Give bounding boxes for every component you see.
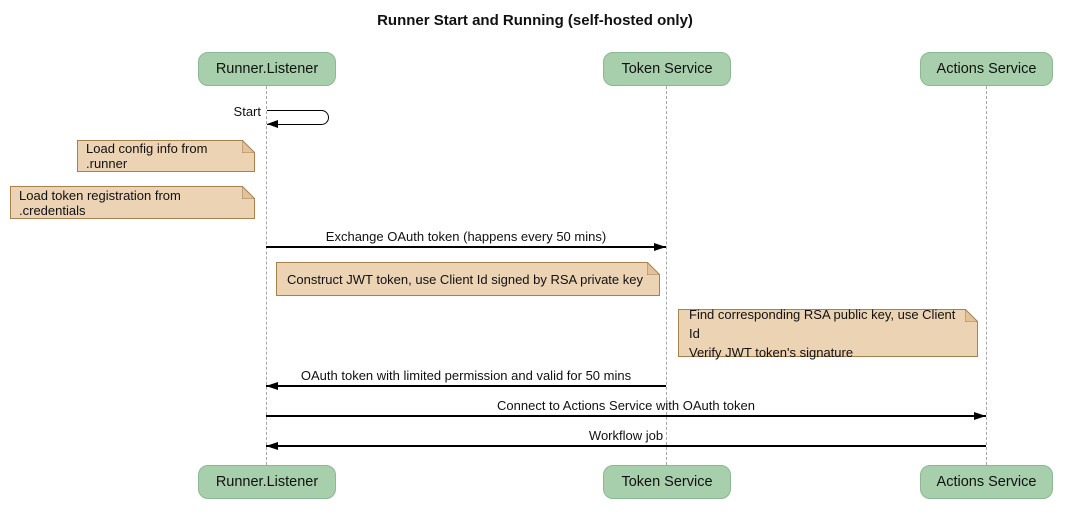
message-label: Connect to Actions Service with OAuth to…: [497, 398, 755, 413]
note-text: Load config info from .runner: [86, 141, 208, 171]
message-line: [266, 415, 986, 417]
message-workflow-job: Workflow job: [266, 428, 986, 451]
note-fold-icon: [242, 186, 255, 199]
message-exchange-oauth-token: Exchange OAuth token (happens every 50 m…: [266, 229, 666, 252]
participant-label: Actions Service: [936, 474, 1037, 490]
participant-label: Actions Service: [936, 61, 1037, 77]
participant-runner-listener-bottom: Runner.Listener: [198, 465, 336, 499]
note-text: Load token registration from .credential…: [19, 187, 181, 218]
message-start-self-loop-line: [267, 110, 329, 125]
note-fold-icon: [965, 309, 978, 322]
note-load-token-registration: Load token registration from .credential…: [10, 186, 255, 219]
diagram-title: Runner Start and Running (self-hosted on…: [377, 12, 693, 29]
note-load-config: Load config info from .runner: [77, 140, 255, 172]
lifeline-runner-listener: [266, 86, 267, 465]
note-text: Construct JWT token, use Client Id signe…: [287, 271, 643, 287]
participant-label: Token Service: [621, 61, 713, 77]
lifeline-token-service: [666, 86, 667, 465]
arrowhead-left-icon: [266, 382, 278, 391]
message-start-label: Start: [233, 104, 261, 119]
message-label: Exchange OAuth token (happens every 50 m…: [325, 229, 607, 244]
participant-token-service-top: Token Service: [603, 52, 731, 86]
message-label: Workflow job: [588, 428, 664, 443]
message-label: OAuth token with limited permission and …: [300, 368, 632, 383]
message-oauth-token-return: OAuth token with limited permission and …: [266, 368, 666, 391]
message-line: [266, 445, 986, 447]
participant-runner-listener-top: Runner.Listener: [198, 52, 336, 86]
note-fold-icon: [647, 262, 660, 275]
arrowhead-right-icon: [654, 243, 666, 252]
arrowhead-left-icon: [267, 120, 278, 128]
note-fold-icon: [242, 140, 255, 153]
participant-actions-service-bottom: Actions Service: [920, 465, 1053, 499]
arrowhead-left-icon: [266, 442, 278, 451]
note-verify-jwt-signature: Find corresponding RSA public key, use C…: [678, 307, 978, 360]
participant-label: Runner.Listener: [215, 474, 319, 490]
note-text: Find corresponding RSA public key, use C…: [689, 306, 956, 360]
arrowhead-right-icon: [974, 412, 986, 421]
note-construct-jwt-token: Construct JWT token, use Client Id signe…: [276, 262, 660, 296]
participant-actions-service-top: Actions Service: [920, 52, 1053, 86]
message-line: [266, 246, 666, 248]
participant-label: Token Service: [621, 474, 713, 490]
lifeline-actions-service: [986, 86, 987, 465]
participant-token-service-bottom: Token Service: [603, 465, 731, 499]
participant-label: Runner.Listener: [215, 61, 319, 77]
message-line: [266, 385, 666, 387]
message-connect-actions-service: Connect to Actions Service with OAuth to…: [266, 398, 986, 421]
